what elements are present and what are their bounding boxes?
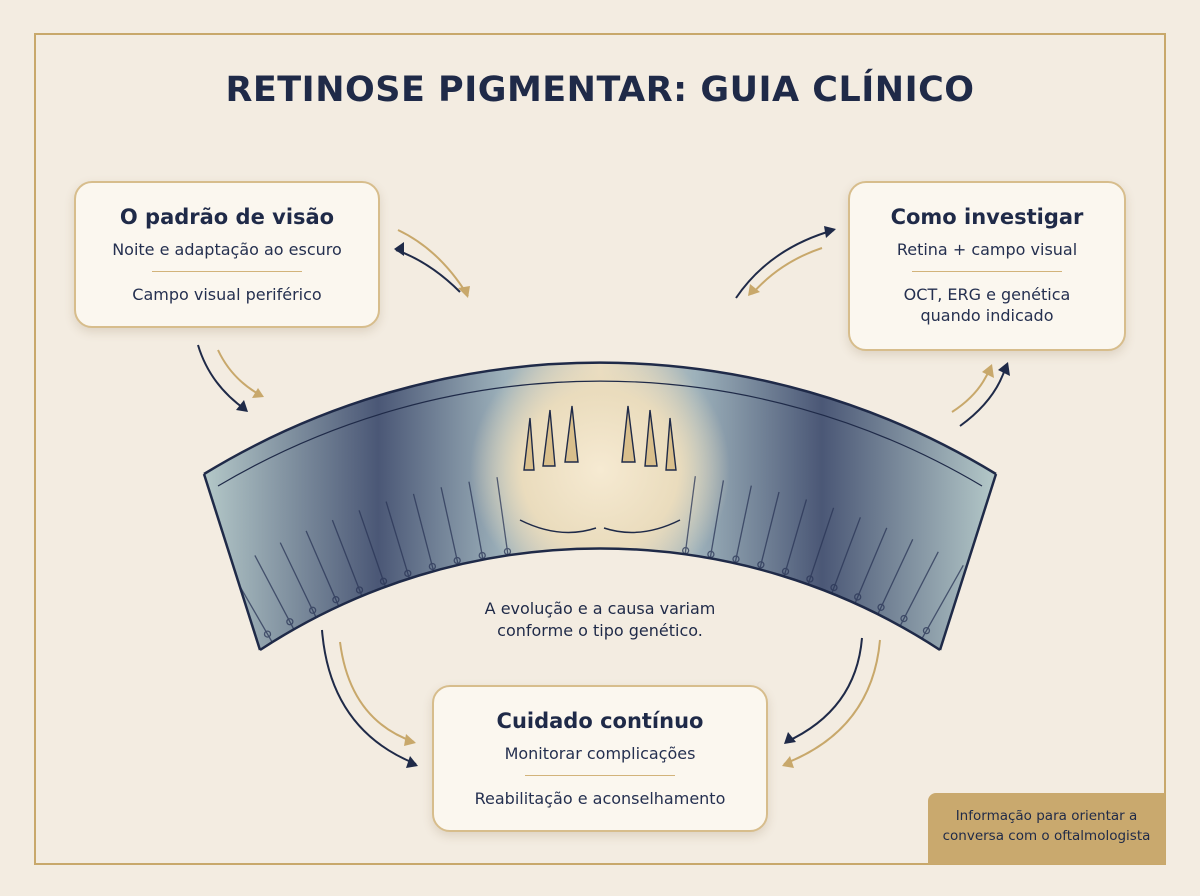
card-investigate-line1: Retina + campo visual <box>896 240 1078 259</box>
center-note-line1: A evolução e a causa variam <box>484 599 716 618</box>
card-investigate-heading: Como investigar <box>890 205 1084 229</box>
outer-frame <box>34 33 1166 865</box>
rod-nucleus <box>309 606 317 614</box>
cycle-arrows <box>197 229 1007 765</box>
arrow-heads <box>236 226 1010 768</box>
rod-nucleus <box>854 593 862 601</box>
rod-nucleus <box>732 555 740 563</box>
card-care-heading: Cuidado contínuo <box>496 709 704 733</box>
card-care-line1: Monitorar complicações <box>504 744 696 763</box>
rod-nucleus <box>877 603 885 611</box>
card-investigate-line2b: quando indicado <box>920 306 1054 326</box>
retina-arc <box>202 361 998 652</box>
card-vision-heading: O padrão de visão <box>119 205 335 229</box>
rod-nucleus <box>404 569 412 578</box>
rod-nucleus <box>379 577 388 585</box>
center-note-line2: conforme o tipo genético. <box>497 620 703 640</box>
card-vision-pattern: O padrão de visão Noite e adaptação ao e… <box>74 181 380 328</box>
rod-nucleus <box>428 562 437 571</box>
card-vision-line2: Campo visual periférico <box>132 284 322 304</box>
footer-line2: conversa com o oftalmologista <box>942 827 1151 844</box>
page-title: RETINOSE PIGMENTAR: GUIA CLÍNICO <box>225 70 975 110</box>
rod-nucleus <box>332 596 340 604</box>
card-continuous-care: Cuidado contínuo Monitorar complicações … <box>432 685 768 832</box>
divider <box>912 270 1062 272</box>
rod-nucleus <box>830 583 838 592</box>
rod-nucleus <box>781 567 790 576</box>
footer-line1: Informação para orientar a <box>955 808 1138 824</box>
footer-note: Informação para orientar a conversa com … <box>928 793 1165 864</box>
rod-nucleus <box>900 614 908 623</box>
divider <box>525 774 675 776</box>
card-vision-line1: Noite e adaptação ao escuro <box>112 240 342 259</box>
center-note: A evolução e a causa variam conforme o t… <box>440 598 760 641</box>
rod-nucleus <box>263 630 272 638</box>
rod-nucleus <box>286 618 294 626</box>
cone-cells <box>523 405 677 471</box>
rod-nucleus <box>757 561 765 569</box>
card-care-line2: Reabilitação e aconselhamento <box>474 788 726 808</box>
card-investigate-line2a: OCT, ERG e genética <box>903 284 1071 304</box>
divider <box>152 270 302 272</box>
rod-nucleus <box>922 626 931 635</box>
rod-nucleus <box>453 556 461 565</box>
rod-nucleus <box>806 575 814 583</box>
card-investigate: Como investigar Retina + campo visual OC… <box>848 181 1126 351</box>
rod-nucleus <box>355 586 364 594</box>
